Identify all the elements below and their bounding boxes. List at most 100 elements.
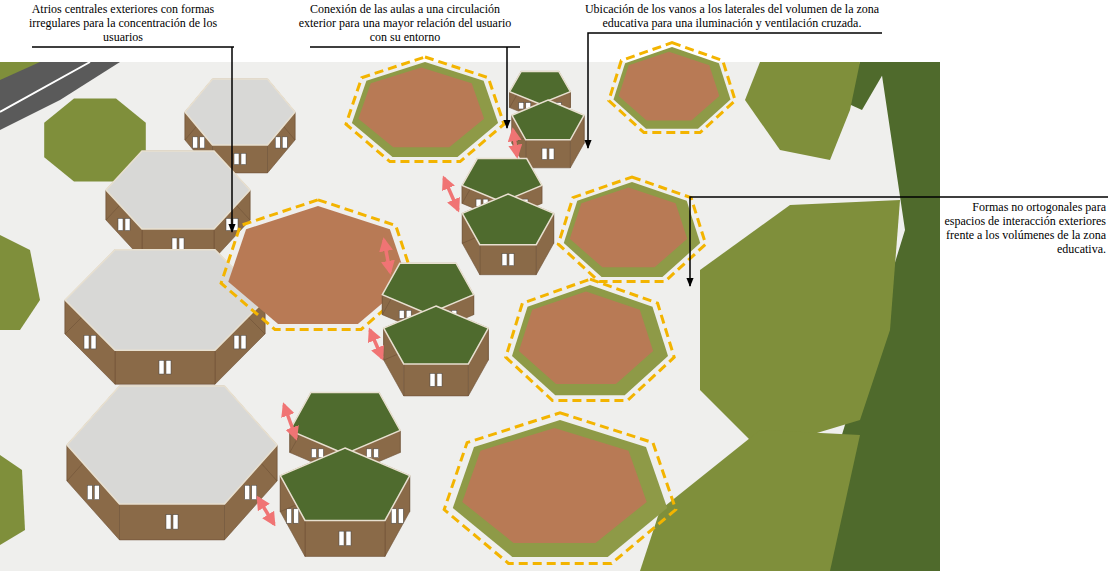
window xyxy=(437,373,442,386)
atrium-floor xyxy=(519,291,653,384)
window xyxy=(549,148,554,159)
roof xyxy=(382,263,473,314)
roof xyxy=(280,448,409,520)
leader-line xyxy=(690,197,1108,286)
atrium-ring xyxy=(453,420,667,557)
classroom xyxy=(512,100,584,168)
classroom xyxy=(384,306,489,396)
roof xyxy=(462,159,542,202)
brick-wall xyxy=(120,504,225,540)
roof xyxy=(512,100,584,140)
window xyxy=(502,254,507,266)
annotation-text: Atrios centrales exteriores con formas i… xyxy=(12,2,234,44)
window xyxy=(91,335,96,349)
window xyxy=(318,449,323,458)
roof xyxy=(384,306,489,364)
window xyxy=(245,485,250,499)
window xyxy=(282,137,287,148)
annotation-text: Formas no ortogonales para espacios de i… xyxy=(944,200,1106,256)
window xyxy=(166,360,171,374)
highlight-outline xyxy=(346,57,504,162)
classroom xyxy=(280,448,409,556)
window xyxy=(166,515,171,529)
green-area xyxy=(745,62,860,160)
ground xyxy=(0,62,940,571)
atrium xyxy=(506,279,674,400)
atrium xyxy=(609,43,735,133)
atrium-ring xyxy=(564,182,700,277)
connection-arrow xyxy=(513,130,517,156)
roof xyxy=(510,71,571,104)
annotation-text: Ubicación de los vanos a los laterales d… xyxy=(582,2,882,30)
atrium-ring xyxy=(228,206,407,324)
window xyxy=(84,335,89,349)
atrium-floor xyxy=(570,188,687,268)
window xyxy=(391,509,396,523)
atrium-ring xyxy=(614,47,731,129)
atrium xyxy=(346,57,504,162)
window xyxy=(159,360,164,374)
window xyxy=(125,218,130,230)
roof xyxy=(67,386,277,504)
roof xyxy=(462,194,553,245)
window xyxy=(173,515,178,529)
highlight-outline xyxy=(558,177,705,282)
connection-arrow xyxy=(444,178,458,210)
admin-building xyxy=(67,386,277,540)
atrium xyxy=(558,177,705,282)
window xyxy=(234,153,239,164)
window xyxy=(294,509,299,523)
atrium-floor xyxy=(619,52,720,121)
brick-wall xyxy=(480,245,536,275)
connection-arrow xyxy=(258,498,274,524)
window xyxy=(226,218,231,230)
window xyxy=(311,449,316,458)
roof xyxy=(290,393,400,455)
window xyxy=(179,238,184,250)
window xyxy=(241,153,246,164)
admin-building xyxy=(106,151,250,259)
brick-wall xyxy=(404,364,469,396)
window xyxy=(509,254,514,266)
leader-line xyxy=(588,33,882,148)
window xyxy=(287,509,292,523)
brick-wall xyxy=(526,140,571,168)
leader-line xyxy=(310,47,520,128)
brick-wall xyxy=(115,350,215,384)
roof xyxy=(185,79,295,145)
leader-line xyxy=(32,47,234,232)
connection-arrow xyxy=(384,240,390,272)
window xyxy=(241,335,246,349)
window xyxy=(399,310,404,318)
window xyxy=(252,485,257,499)
window xyxy=(367,449,372,458)
atrium-ring xyxy=(512,285,668,395)
window xyxy=(200,137,205,148)
annotation-text: Conexión de las aulas a una circulación … xyxy=(290,2,520,44)
green-area xyxy=(0,235,40,330)
highlight-outline xyxy=(609,43,735,133)
margin xyxy=(940,0,1110,571)
highlight-outline xyxy=(444,413,676,564)
atrium-ring xyxy=(352,62,498,157)
green-area xyxy=(700,200,900,450)
window xyxy=(430,373,435,386)
window xyxy=(234,335,239,349)
connection-arrow xyxy=(370,330,382,358)
window xyxy=(374,449,379,458)
connection-arrow xyxy=(284,405,296,438)
highlight-outline xyxy=(506,279,674,400)
window xyxy=(542,148,547,159)
window xyxy=(233,218,238,230)
green-area xyxy=(0,62,40,80)
classroom xyxy=(462,194,553,275)
brick-wall xyxy=(305,520,385,556)
window xyxy=(398,509,403,523)
window xyxy=(87,485,92,499)
window xyxy=(94,485,99,499)
window xyxy=(172,238,177,250)
window xyxy=(339,531,344,545)
window xyxy=(193,137,198,148)
